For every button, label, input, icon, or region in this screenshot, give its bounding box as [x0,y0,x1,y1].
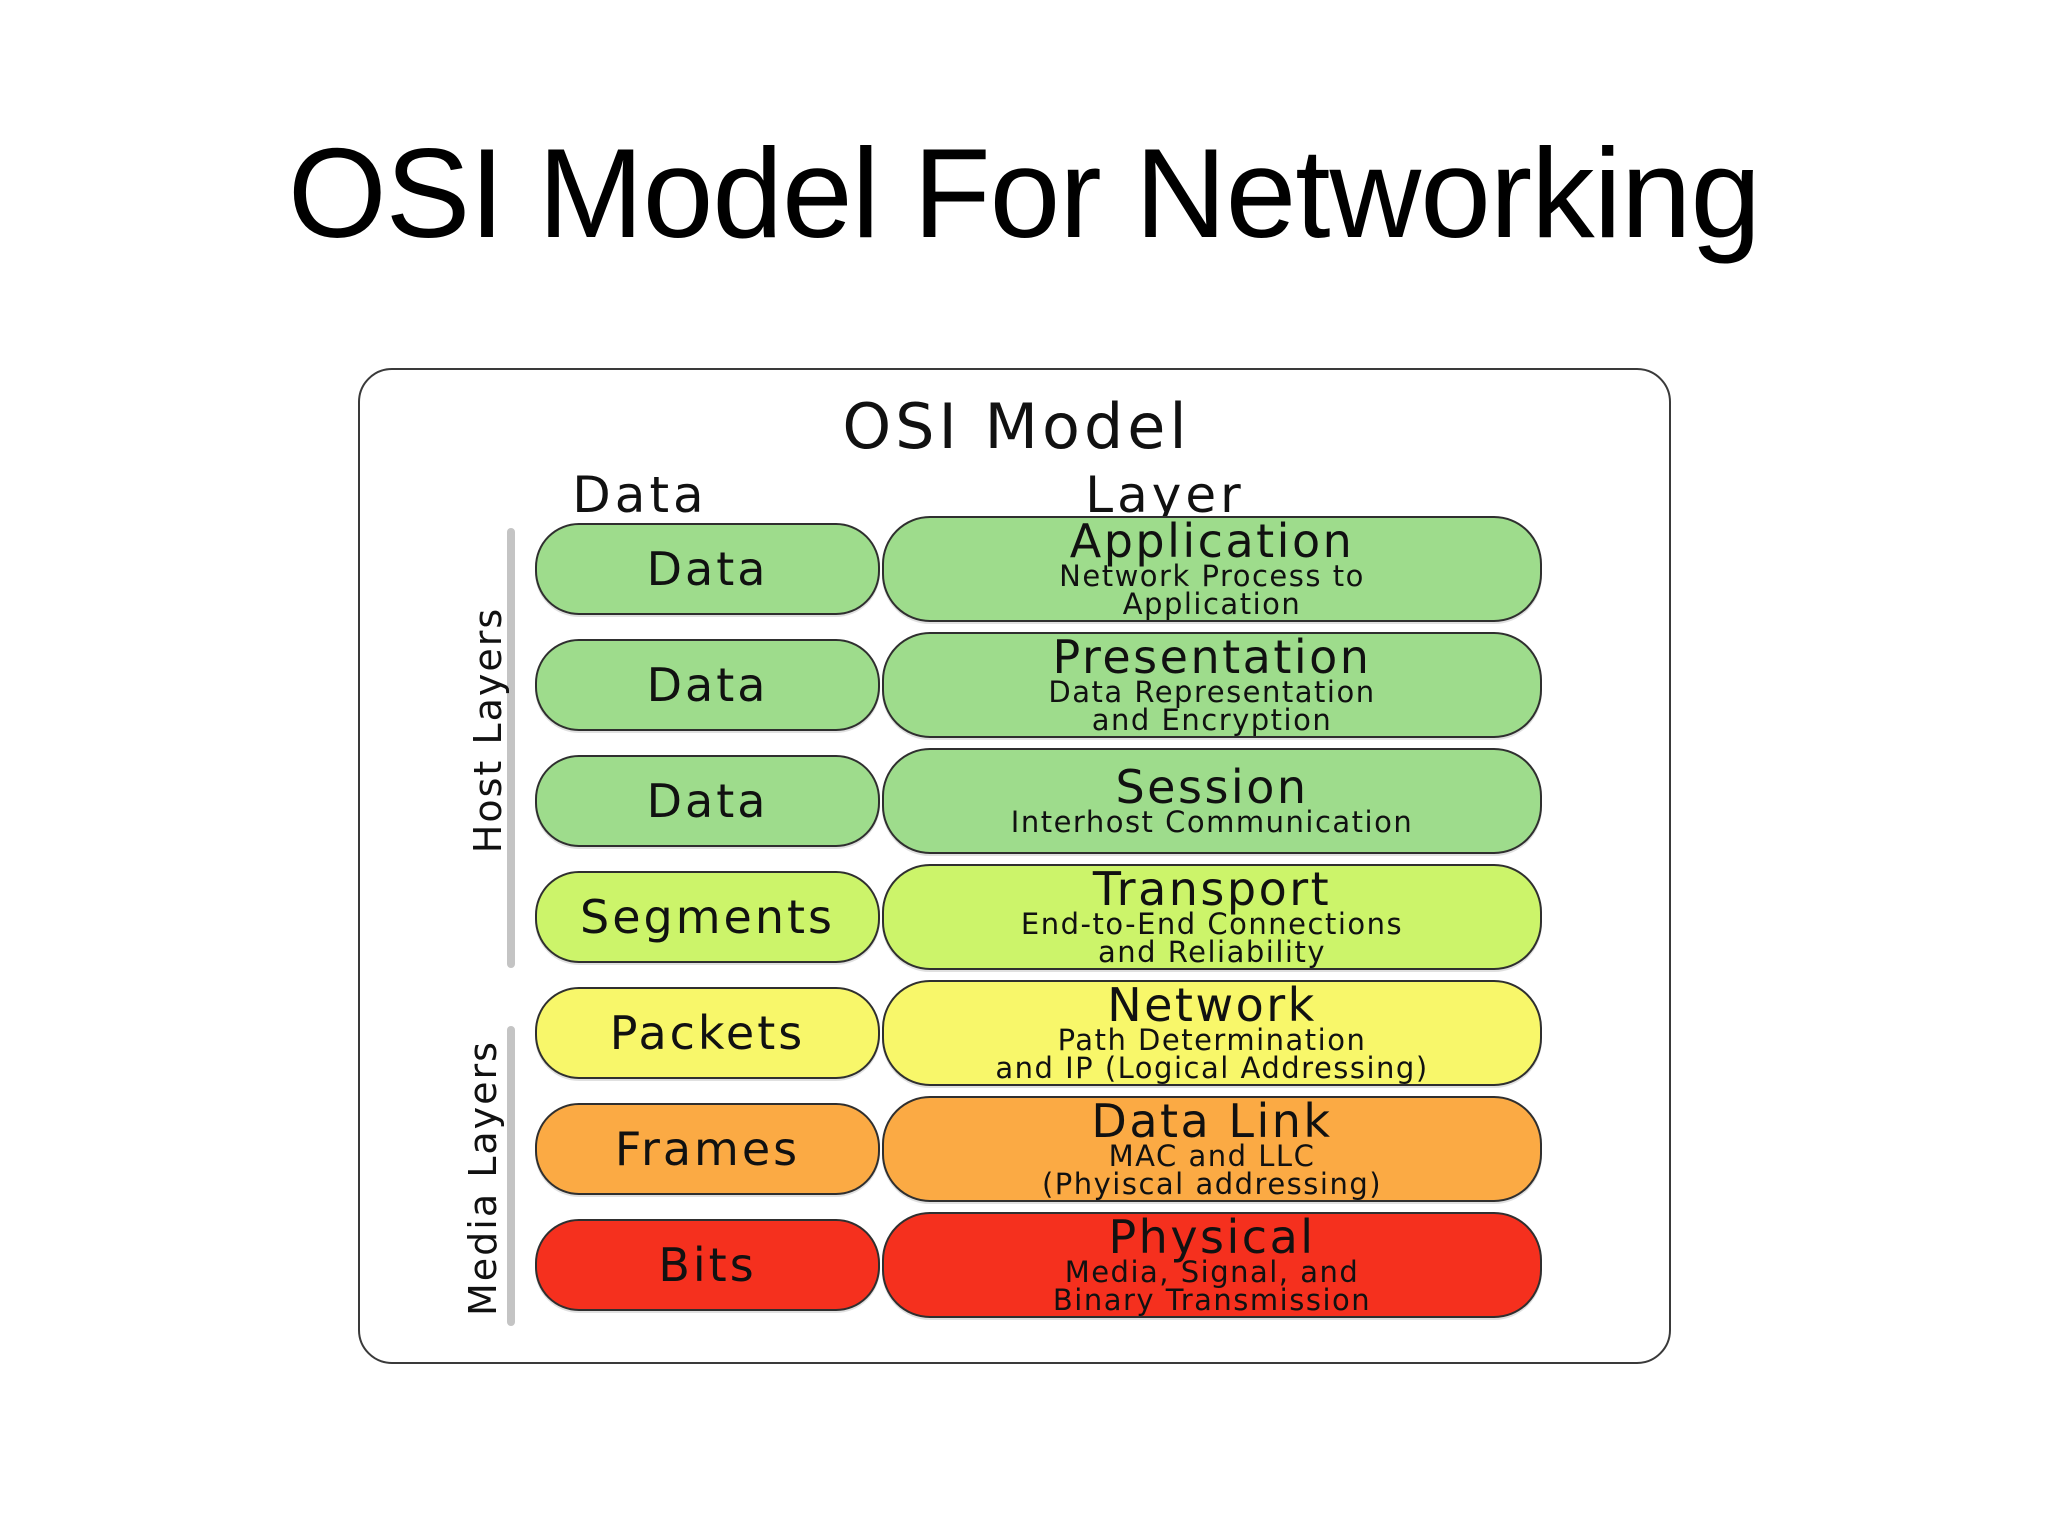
data-unit-pill: Bits [535,1219,880,1311]
layer-description-line: Path Determination [1057,1023,1367,1057]
layer-description-line: and IP (Logical Addressing) [995,1051,1429,1085]
data-unit-pill: Frames [535,1103,880,1195]
layer-description-line: Data Representation [1048,675,1376,709]
layer-name: Data Link [1091,1094,1333,1148]
layer-name: Presentation [1052,630,1372,684]
data-unit-pill: Data [535,523,880,615]
host-layers-label: Host Layers [466,606,510,854]
data-unit-pill: Data [535,639,880,731]
layer-description-line: Application [1122,587,1302,621]
diagram-title: OSI Model [842,390,1191,463]
data-unit-pill: Data [535,755,880,847]
layer-description-line: and Encryption [1091,703,1333,737]
data-column-header: Data [572,466,708,524]
slide-title: OSI Model For Networking [287,122,1761,264]
media-layers-bracket [507,1026,515,1326]
layer-name: Transport [1092,862,1332,916]
layer-description-line: Binary Transmission [1052,1283,1372,1317]
layer-description-line: MAC and LLC [1108,1139,1316,1173]
layer-name: Session [1115,760,1309,814]
layer-name: Network [1107,978,1317,1032]
layer-description-line: Media, Signal, and [1064,1255,1360,1289]
media-layers-label: Media Layers [461,1040,505,1316]
layer-description-line: End-to-End Connections [1020,907,1404,941]
layer-name: Application [1069,514,1355,568]
layer-description-line: Network Process to [1059,559,1365,593]
layer-description-line: (Phyiscal addressing) [1041,1167,1383,1201]
layer-name: Physical [1108,1210,1316,1264]
data-unit-pill: Segments [535,871,880,963]
host-layers-bracket [507,528,515,968]
osi-diagram-panel: OSI Model Data Layer Host Layers Media L… [358,368,1671,1364]
layer-description-line: and Reliability [1098,935,1326,969]
data-unit-pill: Packets [535,987,880,1079]
layer-column-header: Layer [1085,466,1245,524]
layer-description-line: Interhost Communication [1010,805,1414,839]
